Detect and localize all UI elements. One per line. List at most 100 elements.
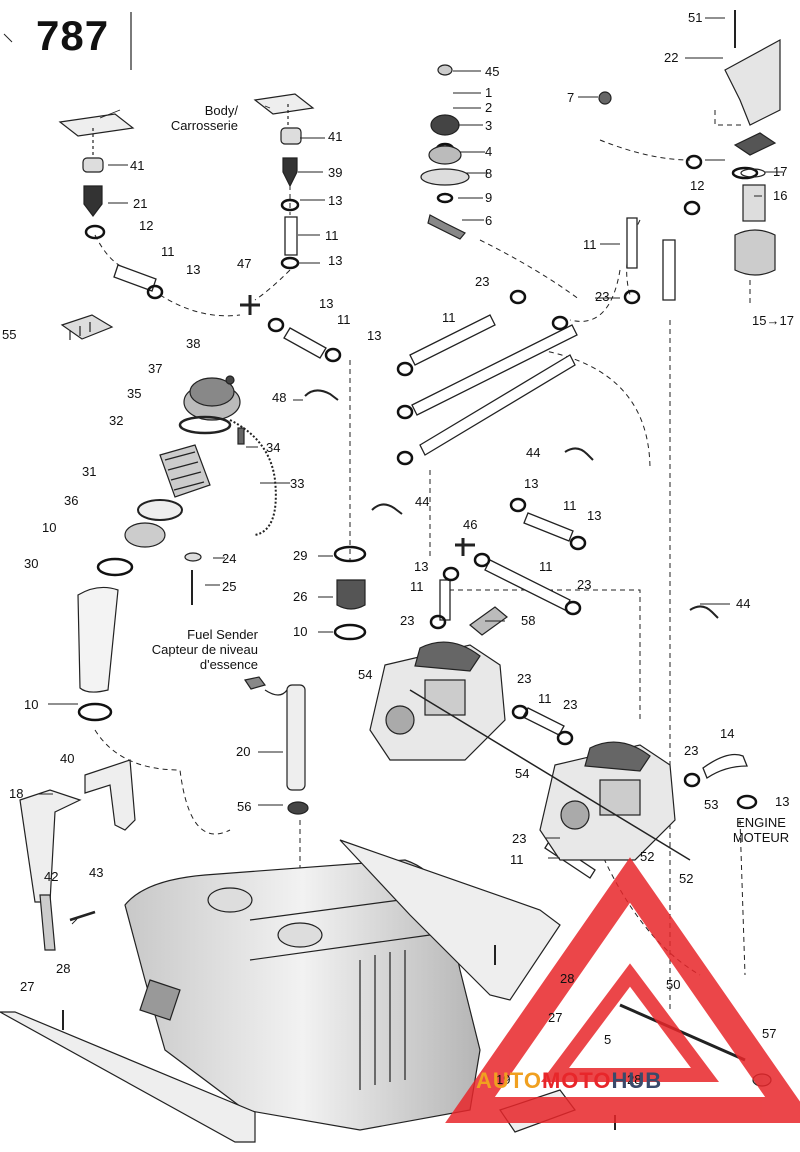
grommet-41a xyxy=(82,157,104,173)
callout-7: 7 xyxy=(567,90,575,105)
callout-26: 26 xyxy=(293,589,308,604)
callout-13i: 13 xyxy=(775,794,790,809)
callout-11f: 11 xyxy=(563,498,577,513)
callout-23h: 23 xyxy=(512,831,527,846)
callout-1: 1 xyxy=(485,85,493,100)
callout-52b: 52 xyxy=(679,871,694,886)
callout-46: 46 xyxy=(463,517,478,532)
callout-35: 35 xyxy=(127,386,142,401)
callout-15-17: 15→17 xyxy=(752,313,794,328)
callout-41b: 41 xyxy=(328,129,343,144)
strap-44a xyxy=(564,447,594,461)
callout-30: 30 xyxy=(24,556,39,571)
tee-fitting-47 xyxy=(240,295,260,315)
callout-11e: 11 xyxy=(442,310,456,325)
callout-56: 56 xyxy=(237,799,252,814)
fuel-sender xyxy=(244,579,366,815)
washer-24 xyxy=(184,552,202,562)
callout-28a: 28 xyxy=(56,961,71,976)
check-valve-39 xyxy=(282,157,298,188)
callout-51: 51 xyxy=(688,10,703,25)
callout-3: 3 xyxy=(485,118,493,133)
callout-43: 43 xyxy=(89,865,104,880)
callout-23e: 23 xyxy=(517,671,532,686)
grommet-41b xyxy=(280,127,302,145)
callout-44b: 44 xyxy=(415,494,430,509)
callout-23b: 23 xyxy=(595,289,610,304)
page-number: 787 xyxy=(36,12,110,59)
callout-13g: 13 xyxy=(587,508,602,523)
callout-11c: 11 xyxy=(583,237,597,252)
callout-34: 34 xyxy=(266,440,281,455)
carburetor-rear xyxy=(539,741,676,861)
watermark-logo xyxy=(445,857,800,1123)
callout-5: 5 xyxy=(604,1032,612,1047)
engine-note: ENGINE MOTEUR xyxy=(732,815,790,845)
callout-41a: 41 xyxy=(130,158,145,173)
watermark-part-moto: MOTO xyxy=(541,1068,612,1093)
callout-23d: 23 xyxy=(400,613,415,628)
strap-44c xyxy=(689,605,719,619)
callout-32: 32 xyxy=(109,413,124,428)
callout-13a: 13 xyxy=(328,193,343,208)
callout-36: 36 xyxy=(64,493,79,508)
callout-58: 58 xyxy=(521,613,536,628)
callout-23a: 23 xyxy=(475,274,490,289)
bracket-40 xyxy=(84,759,136,831)
callout-52a: 52 xyxy=(640,849,655,864)
callout-33: 33 xyxy=(290,476,305,491)
callout-31: 31 xyxy=(82,464,97,479)
callout-44c: 44 xyxy=(736,596,751,611)
rod-50 xyxy=(619,1003,746,1062)
callout-55: 55 xyxy=(2,327,17,342)
callout-18: 18 xyxy=(9,786,24,801)
callout-11i: 11 xyxy=(538,691,552,706)
callout-2: 2 xyxy=(485,100,493,115)
callout-13h: 13 xyxy=(414,559,429,574)
callout-19: 19 xyxy=(496,1072,511,1087)
body-panel-left xyxy=(58,113,135,137)
callout-28c: 28 xyxy=(627,1072,642,1087)
callout-54b: 54 xyxy=(515,766,530,781)
callout-42: 42 xyxy=(44,869,59,884)
body-note: Body/ Carrosserie xyxy=(170,103,238,133)
callout-9: 9 xyxy=(485,190,493,205)
bracket-55 xyxy=(60,314,114,340)
callout-24: 24 xyxy=(222,551,237,566)
callout-13b: 13 xyxy=(186,262,201,277)
callout-38: 38 xyxy=(186,336,201,351)
fuel-sender-note: Fuel Sender Capteur de niveau d'essence xyxy=(151,627,258,672)
callout-10b: 10 xyxy=(293,624,308,639)
callout-23g: 23 xyxy=(684,743,699,758)
callout-29: 29 xyxy=(293,548,308,563)
body-panel-right xyxy=(253,93,315,115)
callout-10c: 10 xyxy=(24,697,39,712)
callout-16: 16 xyxy=(773,188,788,203)
bracket-18 xyxy=(19,789,82,903)
watermark-part-hub: HUB xyxy=(611,1068,663,1093)
fuel-filter-assembly xyxy=(724,10,781,276)
callout-44a: 44 xyxy=(526,445,541,460)
callout-12a: 12 xyxy=(139,218,154,233)
callout-28b: 28 xyxy=(560,971,575,986)
callout-11a: 11 xyxy=(161,244,175,259)
callout-20: 20 xyxy=(236,744,251,759)
throttle-shaft xyxy=(409,689,691,861)
callout-21: 21 xyxy=(133,196,148,211)
strap-44b xyxy=(371,503,403,515)
bracket-42 xyxy=(39,894,56,951)
callout-47: 47 xyxy=(237,256,252,271)
callout-11d: 11 xyxy=(337,312,351,327)
callout-11h: 11 xyxy=(410,579,424,594)
callout-45: 45 xyxy=(485,64,500,79)
callout-17: 17 xyxy=(773,164,788,179)
callout-57: 57 xyxy=(762,1026,777,1041)
callout-40: 40 xyxy=(60,751,75,766)
strap-48 xyxy=(304,389,339,401)
callout-39: 39 xyxy=(328,165,343,180)
callout-14: 14 xyxy=(720,726,735,741)
screw-43 xyxy=(69,910,96,922)
watermark-text: AUTOMOTOHUB xyxy=(476,1068,798,1098)
fuel-tank xyxy=(124,859,481,1131)
